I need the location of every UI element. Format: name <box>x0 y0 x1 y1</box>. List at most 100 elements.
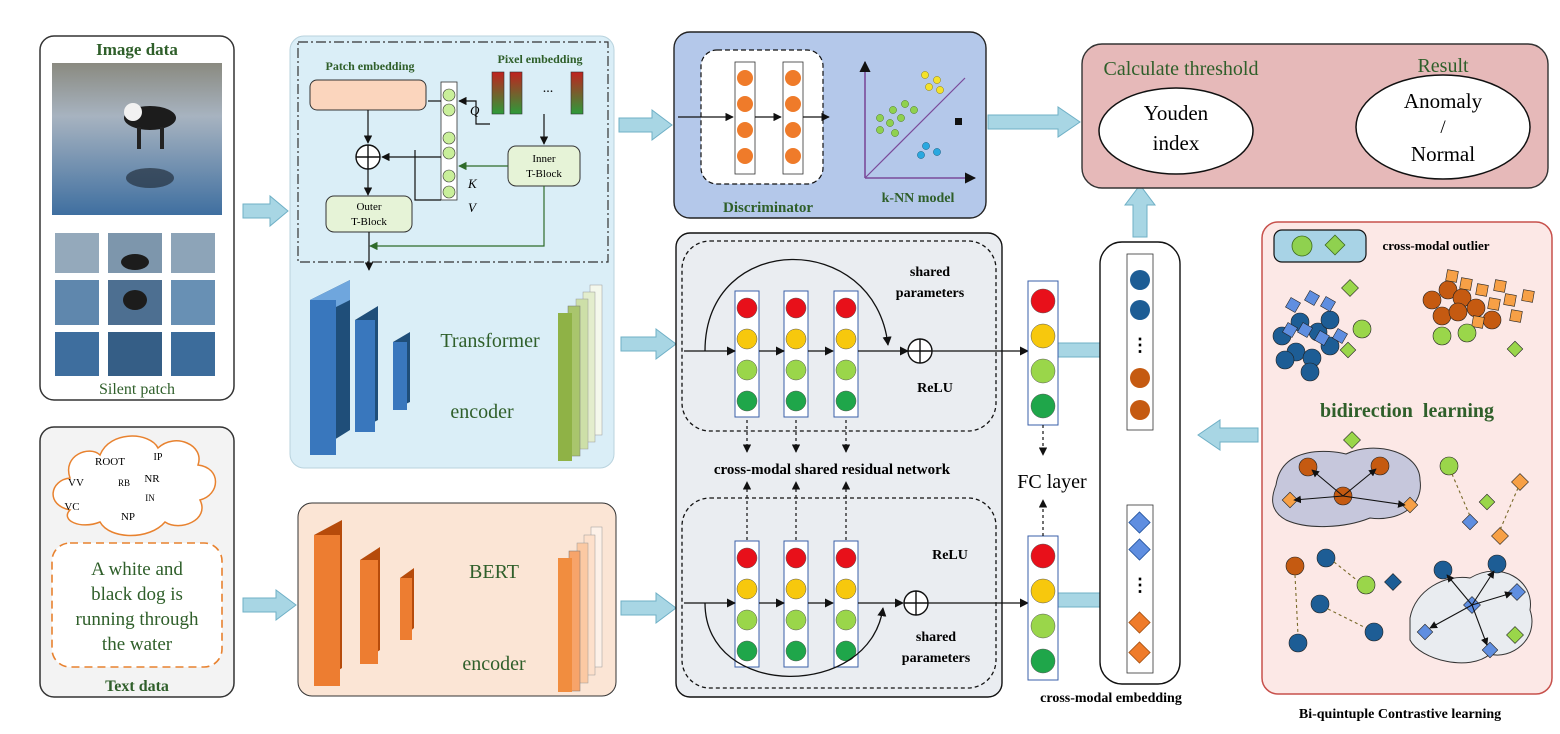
fc-top-node <box>1030 393 1056 419</box>
sum-node <box>355 144 381 170</box>
scatter-link <box>1327 608 1367 629</box>
outlier-legend-label: cross-modal outlier <box>1383 238 1490 253</box>
residual-bottom-frame <box>681 497 997 689</box>
scatter-link <box>1311 469 1344 497</box>
result-label: Result <box>1417 55 1469 77</box>
tag-ip: IP <box>154 452 163 463</box>
scatter-diamond <box>1332 328 1348 344</box>
scatter-diamond <box>1506 340 1524 358</box>
transformer-output-stack <box>558 284 603 461</box>
outer-t-block-line-1: Outer <box>356 201 381 213</box>
scatter-diamond <box>1459 277 1473 291</box>
residual-network-panel: shared parameters ReLU cross-modal share… <box>675 232 1029 698</box>
youden-line-2: index <box>1153 131 1200 155</box>
patch-embedding-label: Patch embedding <box>325 59 414 73</box>
tag-in: IN <box>145 493 155 503</box>
inner-t-block <box>507 145 581 187</box>
scatter-circle <box>1285 556 1305 576</box>
scatter-diamond <box>1343 431 1361 449</box>
residual-bottom-col-2-node <box>785 640 807 662</box>
residual-bottom-col-1-node <box>736 578 758 600</box>
residual-bottom-columns <box>734 540 859 668</box>
residual-bottom-col-2-node <box>785 547 807 569</box>
bottom-sum-node <box>903 590 929 616</box>
scatter-diamond <box>1339 341 1357 359</box>
caption-line-4: the water <box>102 634 173 655</box>
cluster-blob-1 <box>1272 447 1421 527</box>
residual-bottom-col-3-node <box>835 547 857 569</box>
scatter-diamond <box>1481 641 1499 659</box>
scatter-link <box>1333 561 1359 582</box>
transformer-blocks <box>310 280 410 455</box>
scatter-diamond <box>1521 289 1535 303</box>
residual-arrows <box>684 258 1029 677</box>
scatter-diamond <box>1506 626 1524 644</box>
disc-column-1 <box>734 61 756 175</box>
bidirection-label: bidirection learning <box>1320 400 1494 422</box>
scatter-diamond <box>1314 330 1330 346</box>
v-label: V <box>468 200 478 215</box>
scatter-diamond <box>1508 583 1526 601</box>
arrow-image-to-tnt <box>242 194 289 228</box>
scatter-diamond <box>1341 279 1359 297</box>
scatter-link <box>1451 473 1471 517</box>
scatter-diamond <box>1503 293 1517 307</box>
bert-panel: BERT encoder <box>297 502 617 697</box>
fc-bottom-node <box>1030 578 1056 604</box>
scatter-circle <box>1300 362 1320 382</box>
threshold-panel: Calculate threshold Result Youden index … <box>1081 43 1549 189</box>
residual-top-col-1-node <box>736 390 758 412</box>
residual-dotted-links <box>742 420 851 540</box>
residual-bottom-col-2-node <box>785 578 807 600</box>
embedding-stack: ⋮ ⋮ <box>1099 241 1181 685</box>
scatter-diamond <box>1320 296 1336 312</box>
q-label: Q <box>470 103 480 118</box>
tnt-block-frame <box>297 41 609 263</box>
result-node <box>1355 74 1531 180</box>
caption-line-3: running through <box>76 609 199 630</box>
tnt-panel: Patch embedding Pixel embedding ... Q K … <box>289 35 615 469</box>
residual-top-col-1-node <box>736 297 758 319</box>
scatter-circle <box>1432 306 1452 326</box>
pixel-bar-1 <box>491 71 505 115</box>
image-data-panel: Image data Silent patch <box>39 35 235 401</box>
embed-dots-bottom: ⋮ <box>1131 575 1149 595</box>
fc-bottom-node <box>1030 543 1056 569</box>
scatter-circle <box>1316 548 1336 568</box>
residual-top-col-2-node <box>785 297 807 319</box>
scatter-diamond <box>1416 623 1434 641</box>
fc-bottom-column <box>1027 535 1059 681</box>
youden-line-1: Youden <box>1144 101 1209 125</box>
scatter-diamond <box>1297 322 1313 338</box>
scatter-link <box>1429 604 1473 629</box>
tag-rb: RB <box>118 478 130 488</box>
scatter-diamond <box>1285 297 1301 313</box>
scatter-circle <box>1487 554 1507 574</box>
shared-params-top-2: parameters <box>896 286 965 301</box>
scatter-circle <box>1432 326 1452 346</box>
scatter-link <box>1342 468 1377 497</box>
residual-bottom-col-3-node <box>835 609 857 631</box>
residual-bottom-col-1-node <box>736 640 758 662</box>
scatter-link <box>1342 495 1406 508</box>
result-slash: / <box>1440 117 1446 138</box>
arrow-contrast-to-embed <box>1197 419 1259 451</box>
scatter-circle <box>1433 560 1453 580</box>
discriminator-label: Discriminator <box>723 200 813 216</box>
bert-output-stack <box>558 526 603 692</box>
fc-top-node <box>1030 358 1056 384</box>
bert-label-2: encoder <box>462 653 526 675</box>
caption-line-2: black dog is <box>91 584 183 605</box>
residual-bottom-col-2-node <box>785 609 807 631</box>
residual-top-col-3-node <box>835 390 857 412</box>
residual-top-frame <box>681 240 997 432</box>
pixel-bar-2 <box>509 71 523 115</box>
tnt-connectors <box>363 96 549 271</box>
youden-node <box>1098 87 1254 175</box>
scatter-circle <box>1356 575 1376 595</box>
inner-t-block-line-2: T-Block <box>526 168 562 180</box>
scatter-diamond <box>1478 493 1496 511</box>
caption-line-1: A white and <box>91 559 183 580</box>
transformer-label-2: encoder <box>450 401 514 423</box>
scatter-circle <box>1310 594 1330 614</box>
